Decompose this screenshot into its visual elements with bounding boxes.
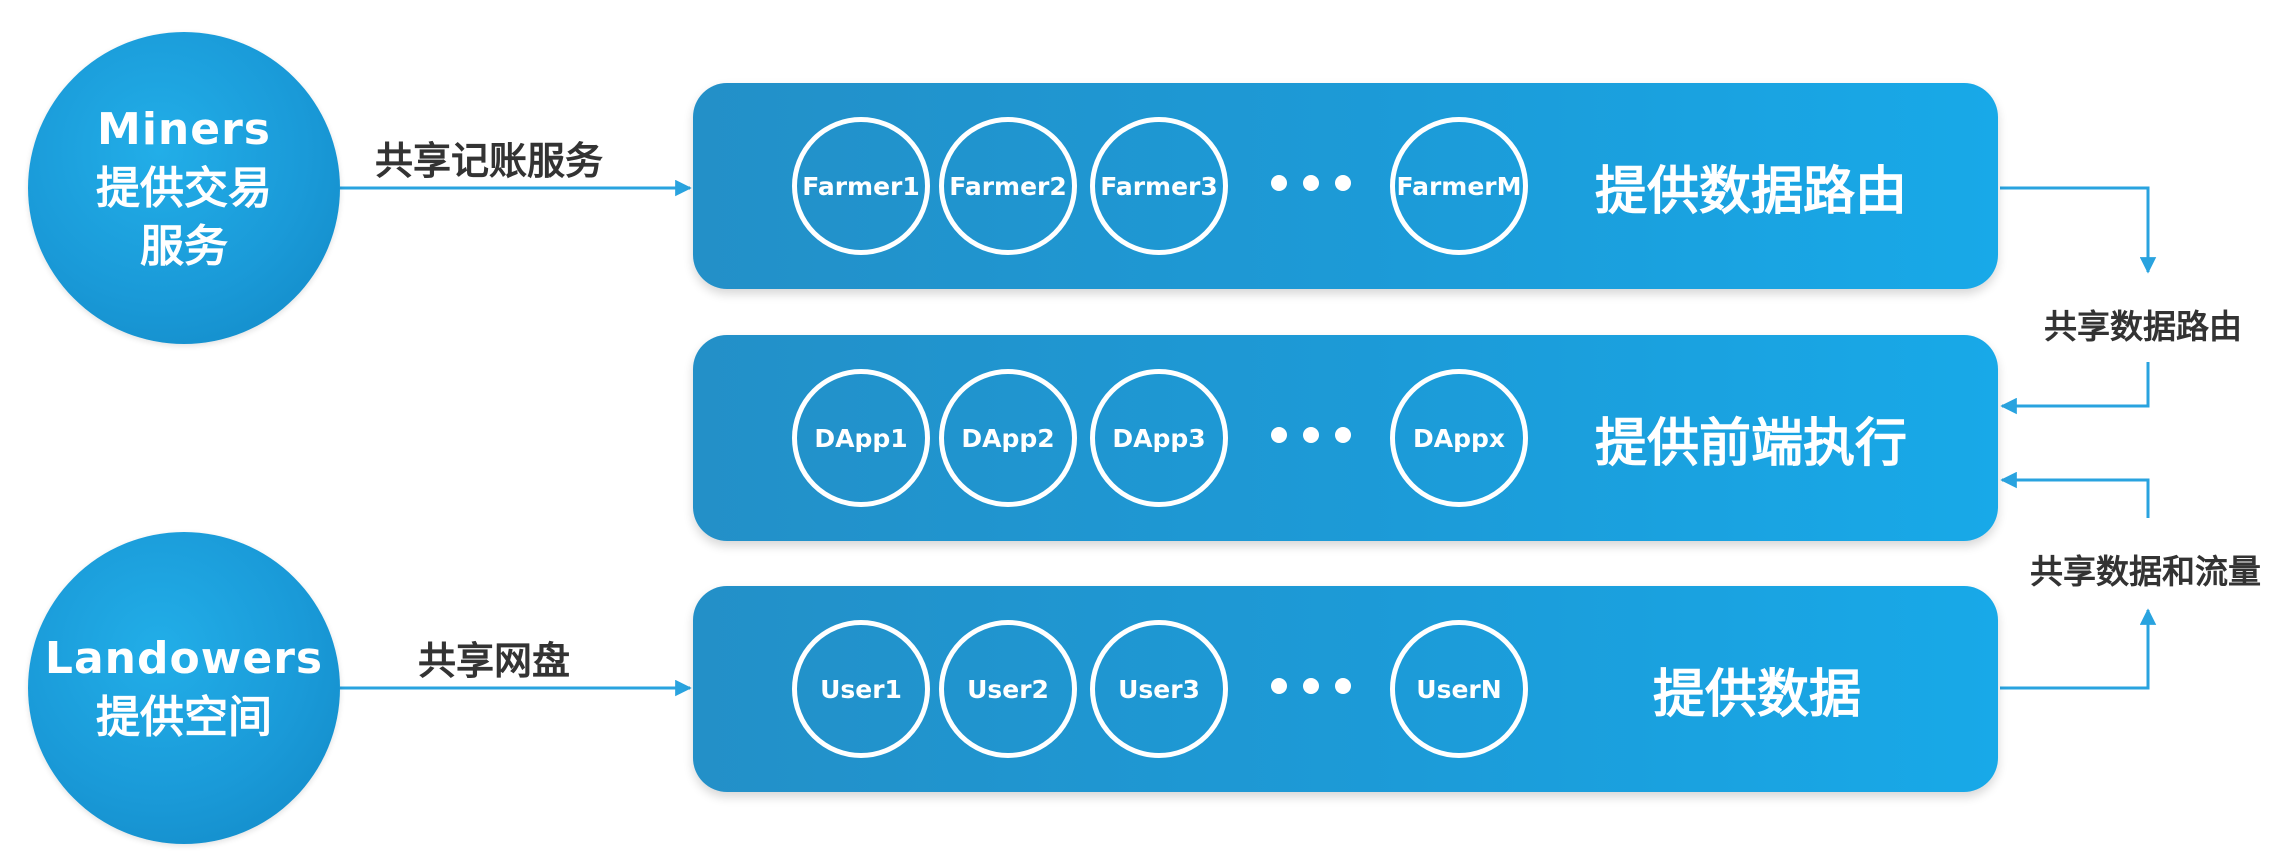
- ellipsis-dots: [1271, 175, 1351, 195]
- landowers-subtitle: 提供空间: [96, 692, 272, 743]
- node-usern: UserN: [1390, 620, 1528, 758]
- ellipsis-dots: [1271, 427, 1351, 447]
- label-shared-data-traffic: 共享数据和流量: [2030, 552, 2261, 591]
- arrow-farmers-down: [2000, 186, 2157, 274]
- node-farmer3: Farmer3: [1090, 117, 1228, 255]
- label-shared-routing: 共享数据路由: [2044, 307, 2242, 346]
- dapps-bar-label: 提供前端执行: [1595, 413, 1908, 474]
- node-dapp1: DApp1: [792, 369, 930, 507]
- label-shared-disk: 共享网盘: [418, 639, 571, 683]
- node-user1: User1: [792, 620, 930, 758]
- node-user2: User2: [939, 620, 1077, 758]
- miners-title: Miners: [97, 104, 271, 155]
- ellipsis-dots: [1271, 678, 1351, 698]
- farmers-bar: Farmer1 Farmer2 Farmer3 FarmerM 提供数据路由: [693, 83, 1998, 289]
- farmers-bar-label: 提供数据路由: [1595, 161, 1908, 222]
- dapps-bar: DApp1 DApp2 DApp3 DAppx 提供前端执行: [693, 335, 1998, 541]
- users-bar-label: 提供数据: [1653, 664, 1862, 725]
- landowers-title: Landowers: [44, 633, 324, 684]
- users-bar: User1 User2 User3 UserN 提供数据: [693, 586, 1998, 792]
- miners-subtitle-line1: 提供交易: [96, 163, 272, 214]
- node-dappx: DAppx: [1390, 369, 1528, 507]
- arrow-route-to-dapps: [2000, 362, 2150, 415]
- label-shared-ledger: 共享记账服务: [375, 139, 604, 183]
- node-farmerm: FarmerM: [1390, 117, 1528, 255]
- node-dapp2: DApp2: [939, 369, 1077, 507]
- miners-subtitle-line2: 服务: [140, 221, 228, 272]
- miners-circle: Miners 提供交易 服务: [28, 32, 340, 344]
- node-user3: User3: [1090, 620, 1228, 758]
- arrow-users-up: [2000, 608, 2157, 690]
- node-dapp3: DApp3: [1090, 369, 1228, 507]
- arrow-traffic-to-dapps: [2000, 471, 2150, 518]
- node-farmer1: Farmer1: [792, 117, 930, 255]
- landowers-circle: Landowers 提供空间: [28, 532, 340, 844]
- node-farmer2: Farmer2: [939, 117, 1077, 255]
